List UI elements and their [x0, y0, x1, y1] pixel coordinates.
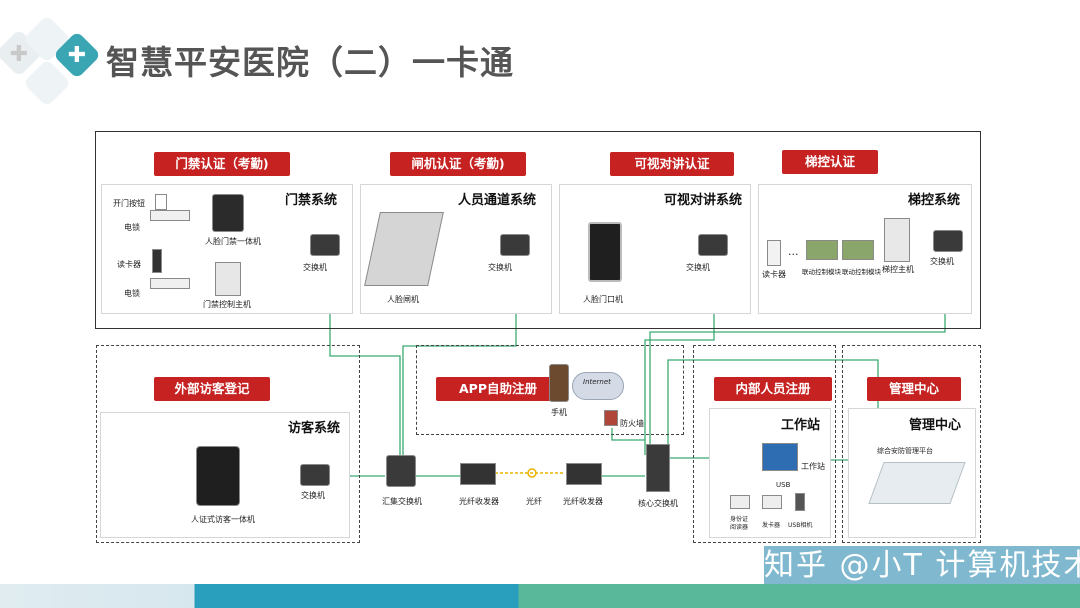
label-face-terminal: 人脸门禁一体机 [205, 237, 261, 246]
banner-staff: 内部人员注册 [714, 377, 832, 401]
label-visitor-kiosk: 人证式访客一体机 [191, 515, 255, 524]
banner-elevator-auth: 梯控认证 [782, 150, 878, 174]
label-agg-switch: 汇集交换机 [382, 497, 422, 506]
banner-app: APP自助注册 [436, 377, 560, 401]
mgmt-section [842, 345, 981, 543]
logo-hexagons: ✚ ✚ [0, 14, 110, 108]
transceiver-device-2 [566, 463, 602, 485]
card-issuer-device [762, 495, 782, 509]
label-workstation: 工作站 [801, 462, 825, 471]
banner-gate-auth: 闸机认证（考勤) [390, 152, 526, 176]
label-switch-access: 交换机 [303, 263, 327, 272]
intercom-title: 可视对讲系统 [664, 193, 743, 208]
label-usb-camera: USB相机 [788, 522, 813, 529]
id-reader-device [730, 495, 750, 509]
label-dots: ··· [788, 248, 799, 261]
link-firewall-core [611, 428, 645, 441]
banner-access-auth: 门禁认证（考勤) [154, 152, 290, 176]
switch-icon-gate [500, 234, 530, 256]
label-switch-elevator: 交换机 [930, 257, 954, 266]
usb-camera-device [795, 493, 805, 511]
core-switch-device [646, 444, 670, 492]
elevator-host-device [884, 218, 910, 262]
label-controller: 门禁控制主机 [203, 300, 251, 309]
agg-switch-device [386, 455, 416, 487]
label-card-reader: 读卡器 [117, 260, 141, 269]
switch-icon-elevator [933, 230, 963, 252]
label-lock-1: 电锁 [124, 223, 140, 232]
label-card-issuer: 发卡器 [762, 522, 781, 529]
plus-icon-grey: ✚ [9, 42, 29, 67]
label-usb: USB [776, 481, 791, 489]
switch-icon-access [310, 234, 340, 256]
module-device-2 [842, 240, 874, 260]
visitor-title: 访客系统 [288, 421, 341, 436]
panel-staff [709, 408, 831, 538]
watermark: 知乎 @小T 计算机技术 [764, 546, 1080, 586]
elevator-card-reader [767, 240, 781, 266]
visitor-kiosk-device [196, 446, 240, 506]
visitor-section [96, 345, 360, 543]
firewall-device [604, 410, 618, 426]
label-elevator-card-reader: 读卡器 [762, 270, 786, 279]
plus-icon-glyph: ✚ [67, 43, 87, 68]
controller-device [215, 262, 241, 296]
label-elevator-host: 梯控主机 [882, 265, 914, 274]
label-transceiver-1: 光纤收发器 [459, 497, 499, 506]
phone-device [549, 364, 569, 402]
exit-button-device [155, 194, 167, 210]
label-firewall: 防火墙 [620, 419, 644, 428]
switch-icon-visitor [300, 464, 330, 486]
switch-icon-intercom [698, 234, 728, 256]
access-title: 门禁系统 [285, 193, 338, 208]
label-switch-visitor: 交换机 [301, 491, 325, 500]
internet-cloud-icon [572, 372, 624, 400]
face-terminal-device [212, 194, 244, 232]
label-module-1: 联动控制模块 [802, 268, 841, 276]
label-face-gate: 人脸闸机 [387, 295, 419, 304]
label-module-2: 联动控制模块 [842, 268, 881, 276]
staff-section [693, 345, 836, 543]
card-reader-device [152, 249, 162, 273]
lock-device-2 [150, 278, 190, 289]
workstation-device [762, 443, 798, 471]
label-transceiver-2: 光纤收发器 [563, 497, 603, 506]
top-section [95, 131, 981, 329]
staff-title: 工作站 [781, 418, 821, 433]
lock-device-1 [150, 210, 190, 221]
label-fiber: 光纤 [526, 497, 542, 506]
label-door-station: 人脸门口机 [583, 295, 623, 304]
label-switch-intercom: 交换机 [686, 263, 710, 272]
elevator-title: 梯控系统 [908, 193, 961, 208]
fiber-icon [527, 468, 537, 478]
label-core-switch: 核心交换机 [638, 499, 678, 508]
label-switch-gate: 交换机 [488, 263, 512, 272]
transceiver-device-1 [460, 463, 496, 485]
label-platform: 综合安防管理平台 [877, 447, 933, 455]
label-exit-button: 开门按钮 [113, 199, 145, 208]
banner-mgmt: 管理中心 [867, 377, 961, 401]
gate-title: 人员通道系统 [458, 193, 537, 208]
label-id-reader: 身份证阅读器 [730, 516, 749, 531]
module-device-1 [806, 240, 838, 260]
mgmt-title: 管理中心 [909, 418, 962, 433]
banner-visitor: 外部访客登记 [154, 377, 270, 401]
banner-intercom-auth: 可视对讲认证 [610, 152, 734, 176]
control-room-illustration [868, 462, 966, 504]
bottom-color-bar [0, 584, 1080, 608]
app-section [416, 345, 684, 435]
page-title: 智慧平安医院（二）一卡通 [106, 43, 514, 82]
label-internet: Internet [583, 378, 611, 386]
label-lock-2: 电锁 [124, 289, 140, 298]
door-station-device [588, 222, 622, 282]
label-phone: 手机 [551, 408, 567, 417]
